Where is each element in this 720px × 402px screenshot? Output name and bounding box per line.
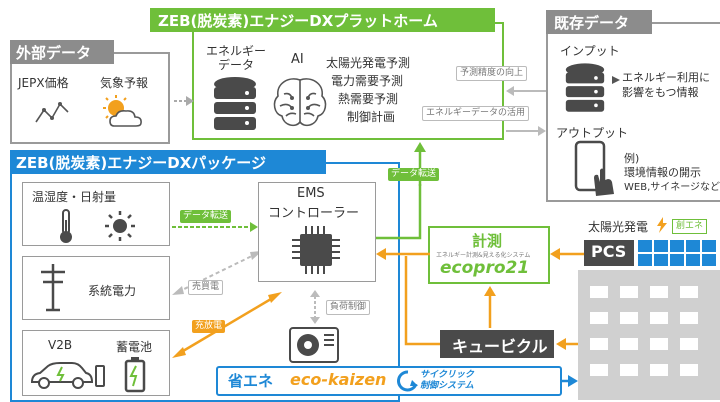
- charge-label: 充放電: [192, 320, 226, 333]
- v2b-label: V2B: [48, 338, 73, 352]
- arrow-cubicle-to-ems: [404, 256, 442, 346]
- arrow-measure-to-ems: [376, 248, 430, 260]
- function-item: 太陽光発電予測: [326, 56, 411, 70]
- ems-controller-label: コントローラー: [268, 206, 360, 221]
- function-item: 制御計画: [347, 110, 396, 124]
- solar-panel-icon: [638, 240, 716, 266]
- cyclic-logo-icon: [397, 370, 418, 392]
- eco-label: 省エネ: [228, 372, 274, 390]
- solar-badge: 創エネ: [672, 219, 708, 234]
- jepx-label: JEPX価格: [18, 76, 69, 90]
- ecopro-logo: ecopro21: [440, 258, 530, 278]
- eco-strip: [216, 366, 562, 396]
- arrow-ems-load: [310, 290, 320, 324]
- input-description: エネルギー利用に 影響をもつ情報: [622, 71, 710, 99]
- battery-icon: [124, 357, 146, 393]
- output-label: アウトプット: [556, 126, 629, 140]
- pcs-label: PCS: [591, 242, 627, 261]
- function-item: 電力需要予測: [331, 74, 404, 88]
- cubicle-box: [440, 330, 554, 358]
- power-tower-icon: [41, 264, 65, 312]
- sensor-label: 温湿度・日射量: [32, 190, 117, 204]
- data-transfer-label: データ転送: [180, 210, 232, 223]
- arrow-building-to-cubicle: [556, 338, 580, 350]
- weather-label: 気象予報: [100, 76, 149, 90]
- data-transfer-label-2: データ転送: [388, 168, 440, 181]
- solar-label: 太陽光発電: [588, 220, 649, 234]
- platform-title: ZEB(脱炭素)エナジーDXプラットホーム: [150, 8, 495, 32]
- output-description-1: 例): [624, 152, 640, 165]
- sun-cloud-icon: [103, 95, 142, 127]
- energy-data-label: エネルギー データ: [206, 44, 267, 72]
- measure-subtitle: エネルギー計測&見える化システム: [436, 252, 531, 259]
- arrow-sensor-to-ems: [172, 222, 258, 232]
- sun-icon: [105, 211, 135, 241]
- chip-icon: [292, 226, 340, 274]
- arrow-platform-to-existing: [506, 126, 546, 136]
- lightning-icon: [657, 217, 667, 233]
- ev-car-icon: [30, 362, 105, 389]
- building-windows: [590, 286, 698, 376]
- pcs-box: [584, 240, 634, 266]
- grid-label: 系統電力: [88, 284, 137, 298]
- input-label: インプット: [560, 44, 620, 58]
- arrow-v2b-ems: [172, 292, 282, 358]
- cyclic-label: サイクリック 制御システム: [420, 370, 474, 391]
- accuracy-label: 予測精度の向上: [456, 66, 528, 81]
- arrow-small-icon: [612, 76, 620, 84]
- database-icon: [214, 77, 256, 130]
- connector-ems-platform: [376, 184, 422, 240]
- sensor-box: [22, 182, 170, 246]
- thermometer-icon: [60, 209, 72, 243]
- eco-kaizen-logo: eco-kaizen: [290, 370, 387, 389]
- package-title: ZEB(脱炭素)エナジーDXパッケージ: [10, 150, 326, 174]
- arrow-cubicle-to-measure: [484, 286, 496, 328]
- chart-icon: [35, 102, 69, 123]
- external-title: 外部データ: [10, 40, 114, 64]
- cubicle-label: キュービクル: [452, 337, 548, 356]
- arrow-pcs-to-measure: [550, 248, 586, 260]
- ai-label: AI: [291, 52, 304, 67]
- load-control-label: 負荷制御: [326, 300, 371, 315]
- energy-use-label: エネルギーデータの活用: [422, 106, 530, 121]
- arrow-eco-to-building: [562, 375, 578, 387]
- air-conditioner-icon: [289, 327, 339, 363]
- output-description-2: 環境情報の開示: [624, 166, 701, 179]
- brain-icon: [273, 78, 327, 127]
- measure-title: 計測: [472, 232, 503, 250]
- ems-label: EMS: [297, 186, 325, 201]
- existing-title: 既存データ: [546, 10, 652, 34]
- database-icon: [565, 63, 605, 112]
- function-item: 熱需要予測: [338, 92, 399, 106]
- external-panel: [10, 52, 170, 144]
- battery-label: 蓄電池: [116, 340, 153, 354]
- arrow-existing-to-platform: [506, 86, 546, 96]
- trade-label: 売買電: [188, 280, 224, 295]
- arrow-external-to-platform: [174, 96, 194, 106]
- output-description-3: WEB,サイネージなど: [624, 182, 720, 193]
- smartphone-touch-icon: [574, 140, 614, 196]
